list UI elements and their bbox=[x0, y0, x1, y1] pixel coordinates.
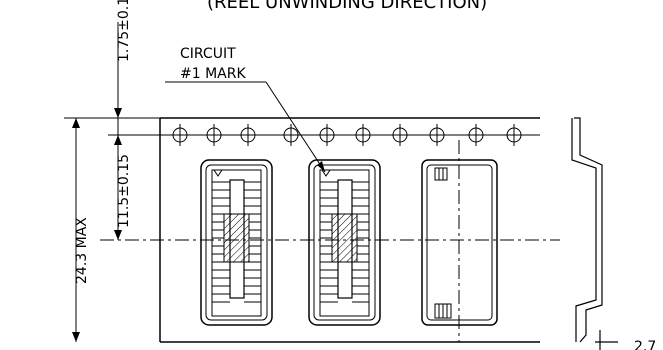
pocket-3-empty bbox=[421, 140, 498, 342]
pocket-1 bbox=[200, 159, 273, 326]
sprocket-hole bbox=[352, 124, 374, 146]
sprocket-hole bbox=[169, 124, 191, 146]
sprocket-hole bbox=[237, 124, 259, 146]
circuit-mark-callout: CIRCUIT #1 MARK bbox=[165, 46, 326, 173]
sprocket-hole bbox=[426, 124, 448, 146]
row-offset-label: 11.5±0.15 bbox=[116, 154, 132, 228]
side-profile-view bbox=[571, 117, 618, 350]
sprocket-hole bbox=[503, 124, 525, 146]
carrier-tape-body bbox=[159, 117, 540, 343]
sprocket-hole bbox=[203, 124, 225, 146]
pitch-tol-label: 1.75±0.1 bbox=[116, 0, 132, 62]
sprocket-hole bbox=[316, 124, 338, 146]
dimension-pitch-tol: 1.75±0.1 bbox=[114, 0, 132, 145]
circuit-mark-line1: CIRCUIT bbox=[180, 46, 236, 62]
pocket-2 bbox=[308, 159, 381, 326]
connector-2 bbox=[319, 169, 370, 317]
overall-width-label: 24.3 MAX bbox=[74, 217, 90, 284]
sprocket-holes bbox=[169, 124, 525, 146]
sprocket-hole bbox=[465, 124, 487, 146]
sprocket-hole bbox=[280, 124, 302, 146]
dimension-overall-width: 24.3 MAX bbox=[64, 117, 160, 342]
sprocket-hole bbox=[389, 124, 411, 146]
circuit-mark-line2: #1 MARK bbox=[180, 66, 246, 82]
connector-1 bbox=[211, 169, 262, 317]
top-partial-note: (REEL UNWINDING DIRECTION) bbox=[207, 0, 487, 13]
side-thickness-label: 2.7 bbox=[634, 339, 656, 350]
dimension-row-offset: 11.5±0.15 bbox=[114, 135, 132, 240]
